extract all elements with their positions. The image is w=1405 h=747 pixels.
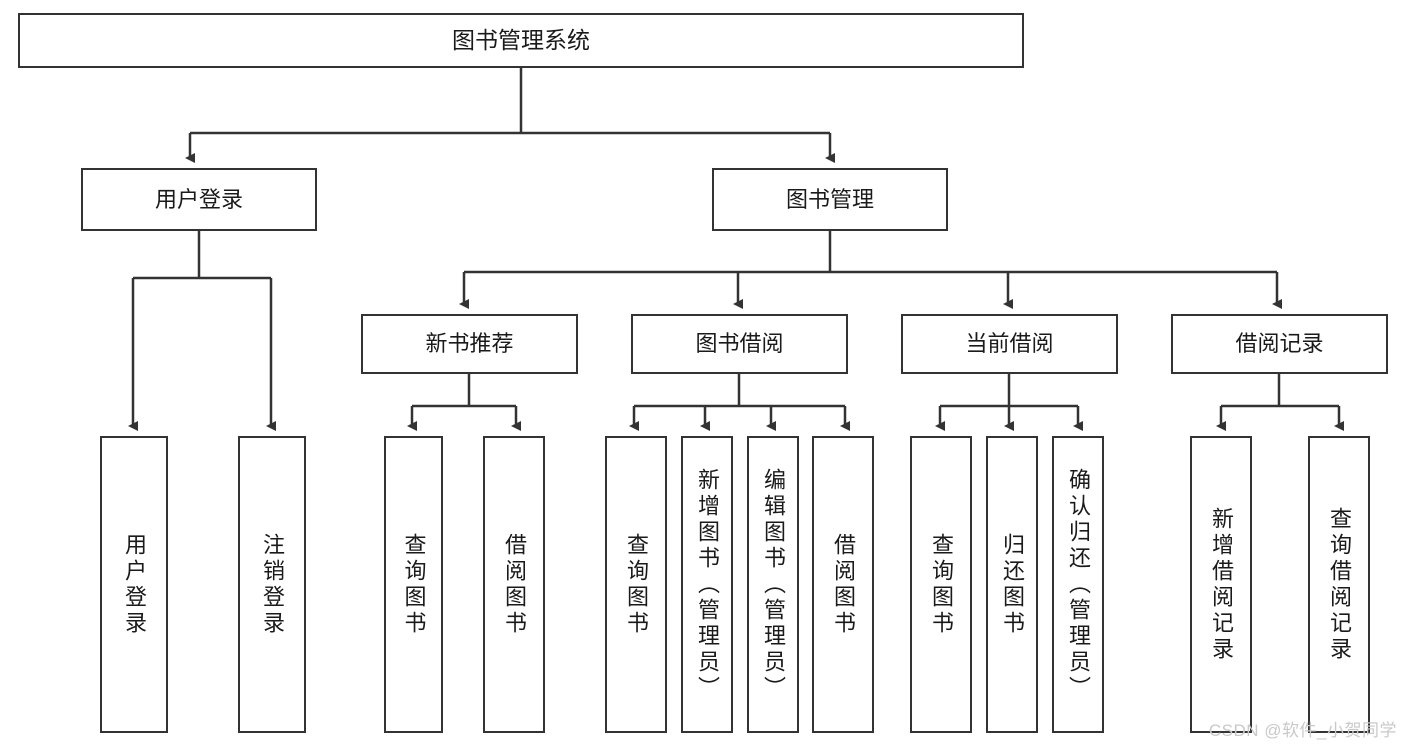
leaf-user-login[interactable]: 用户登录: [100, 436, 168, 733]
leaf-query-book-current[interactable]: 查询图书: [910, 436, 972, 733]
leaf-query-borrow-record[interactable]: 查询借阅记录: [1308, 436, 1370, 733]
leaf-edit-book-admin-label: 编辑图书（管理员）: [761, 467, 786, 702]
node-user-login-label: 用户登录: [154, 186, 243, 212]
node-borrow-record[interactable]: 借阅记录: [1171, 314, 1388, 374]
leaf-borrow-book-recommend[interactable]: 借阅图书: [483, 436, 545, 733]
node-new-book-recommend[interactable]: 新书推荐: [361, 314, 578, 374]
node-borrow-record-label: 借阅记录: [1235, 331, 1324, 357]
leaf-query-book-borrow[interactable]: 查询图书: [605, 436, 667, 733]
leaf-user-login-label: 用户登录: [122, 532, 147, 637]
leaf-return-book[interactable]: 归还图书: [986, 436, 1038, 733]
node-new-book-recommend-label: 新书推荐: [425, 331, 514, 357]
leaf-user-logout-label: 注销登录: [260, 532, 285, 637]
leaf-add-borrow-record[interactable]: 新增借阅记录: [1190, 436, 1252, 733]
leaf-confirm-return-admin-label: 确认归还（管理员）: [1066, 467, 1091, 702]
node-current-borrow[interactable]: 当前借阅: [901, 314, 1118, 374]
leaf-return-book-label: 归还图书: [1000, 532, 1025, 637]
leaf-borrow-book-label: 借阅图书: [831, 532, 856, 637]
node-root-label: 图书管理系统: [452, 27, 590, 54]
leaf-query-book-recommend[interactable]: 查询图书: [384, 436, 443, 733]
leaf-confirm-return-admin[interactable]: 确认归还（管理员）: [1052, 436, 1104, 733]
leaf-user-logout[interactable]: 注销登录: [238, 436, 306, 733]
leaf-query-book-recommend-label: 查询图书: [401, 532, 427, 637]
node-book-borrow[interactable]: 图书借阅: [631, 314, 848, 374]
leaf-borrow-book-recommend-label: 借阅图书: [502, 532, 527, 637]
leaf-query-book-borrow-label: 查询图书: [624, 532, 649, 637]
leaf-borrow-book[interactable]: 借阅图书: [812, 436, 874, 733]
node-root[interactable]: 图书管理系统: [18, 13, 1024, 68]
leaf-query-borrow-record-label: 查询借阅记录: [1327, 506, 1352, 663]
leaf-add-book-admin-label: 新增图书（管理员）: [695, 467, 720, 702]
node-book-management[interactable]: 图书管理: [712, 168, 948, 231]
watermark: CSDN @软件_小贺同学: [1208, 721, 1397, 740]
leaf-add-book-admin[interactable]: 新增图书（管理员）: [681, 436, 733, 733]
node-user-login[interactable]: 用户登录: [81, 168, 317, 231]
leaf-query-book-current-label: 查询图书: [929, 532, 954, 637]
leaf-edit-book-admin[interactable]: 编辑图书（管理员）: [747, 436, 799, 733]
node-book-borrow-label: 图书借阅: [695, 331, 784, 357]
node-book-management-label: 图书管理: [785, 186, 874, 212]
leaf-add-borrow-record-label: 新增借阅记录: [1209, 506, 1234, 663]
node-current-borrow-label: 当前借阅: [965, 331, 1054, 357]
